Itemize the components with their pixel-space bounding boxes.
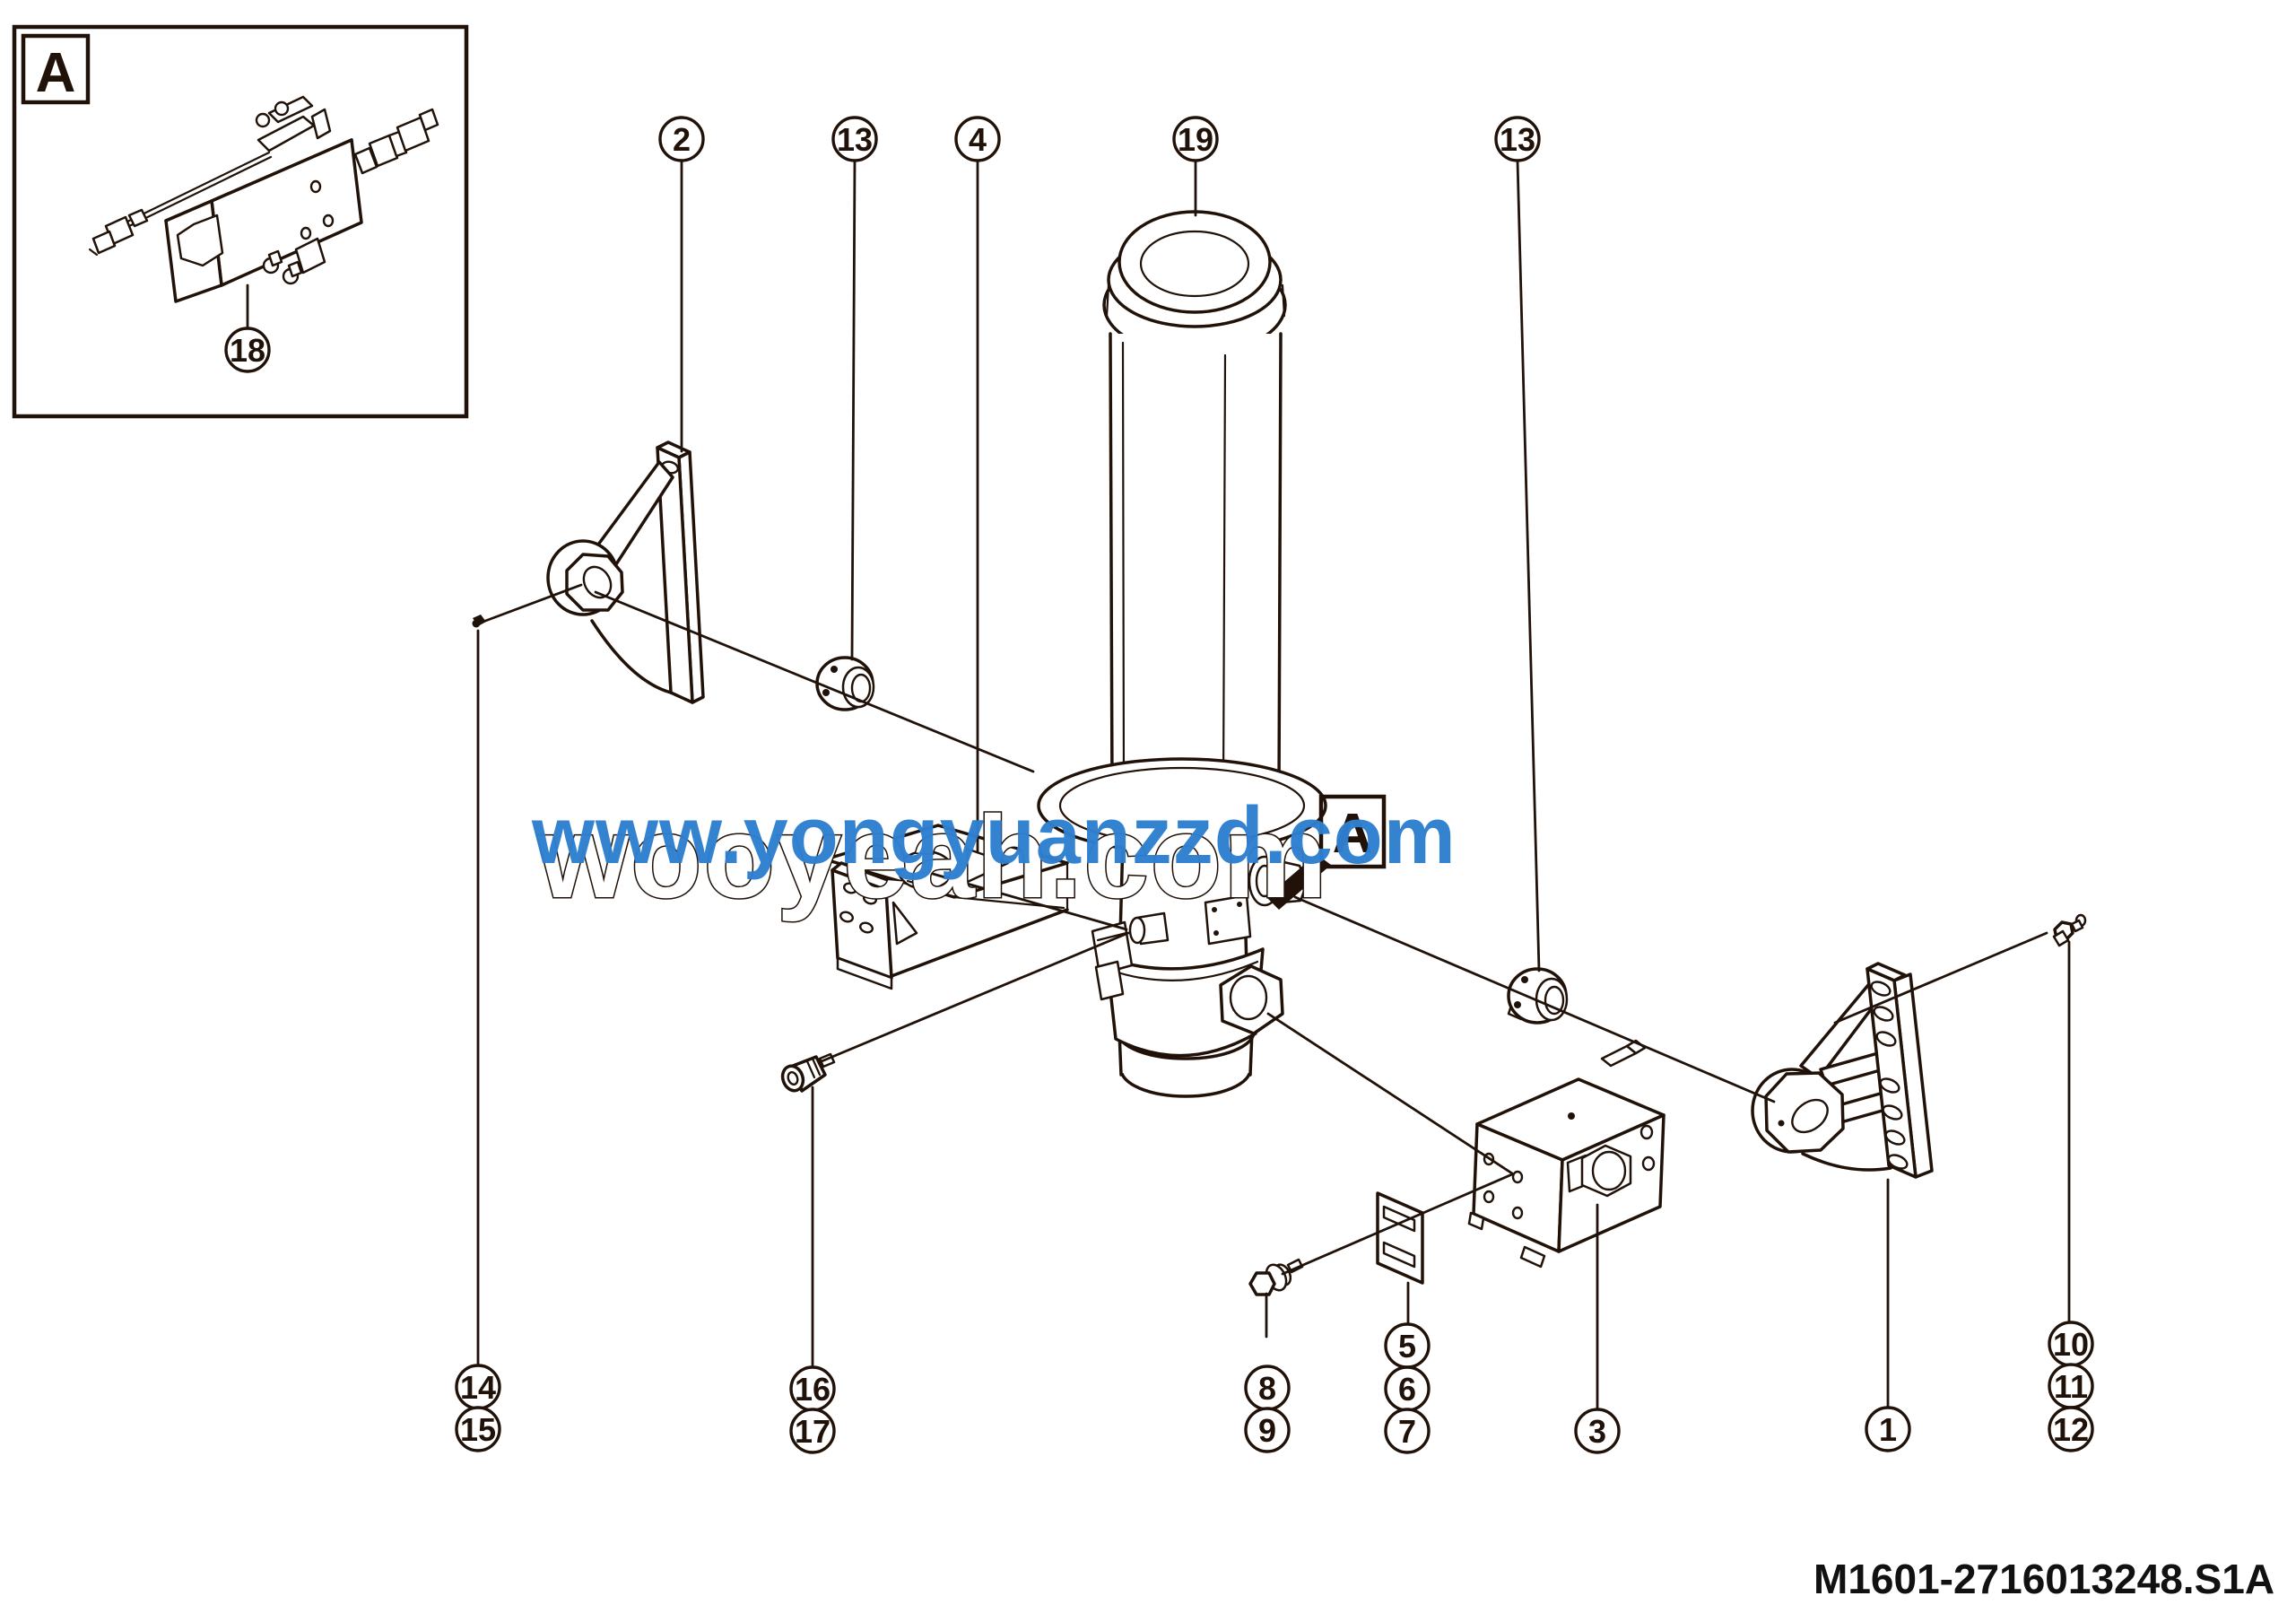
bolt-8-9 <box>1248 1258 1304 1296</box>
callout-17: 17 <box>789 1408 836 1454</box>
callout-circle <box>831 116 878 162</box>
callout-circle <box>954 116 1001 162</box>
callout-6: 6 <box>1384 1365 1431 1412</box>
callouts: 2 13 4 19 13 18 14 15 16 17 8 9 5 6 7 3 1 10 11 12 <box>224 116 2094 1454</box>
callout-11: 11 <box>2048 1363 2094 1409</box>
callout-4: 4 <box>954 116 1001 162</box>
callout-12: 12 <box>2048 1406 2094 1452</box>
callout-number: 8 <box>1258 1370 1276 1407</box>
leader-line-7 <box>594 590 1035 773</box>
callout-circle <box>1494 116 1541 162</box>
callout-number: 13 <box>1500 121 1535 158</box>
callout-5: 5 <box>1384 1322 1431 1369</box>
leader-line-19 <box>1833 931 2048 1025</box>
callout-15: 15 <box>455 1406 501 1452</box>
callout-9: 9 <box>1244 1407 1291 1453</box>
leader-line-1 <box>850 159 857 661</box>
watermark-outline-text: wooyeah.com <box>537 791 1329 922</box>
callout-number: 12 <box>2053 1411 2089 1448</box>
callout-number: 10 <box>2053 1326 2089 1363</box>
callout-circle <box>1574 1408 1621 1454</box>
detail-arrow <box>1266 854 1331 910</box>
callout-number: 19 <box>1178 121 1213 158</box>
callout-number: 16 <box>795 1371 831 1408</box>
leader-line-9 <box>820 931 1130 1063</box>
callout-number: 2 <box>673 121 691 158</box>
cylinder-assembly-19 <box>1037 210 1327 1098</box>
inset-frame <box>12 24 469 419</box>
callout-18: 18 <box>224 327 271 373</box>
watermark: wooyeah.com www.yongyuanzzd.com <box>531 790 1457 924</box>
screw-14-15 <box>472 615 486 628</box>
callout-number: 11 <box>2054 1368 2088 1405</box>
callout-number: 15 <box>460 1411 496 1448</box>
inset-label: A <box>36 42 76 104</box>
callout-circle <box>1384 1408 1431 1454</box>
callout-14: 14 <box>455 1364 501 1410</box>
callout-circle <box>455 1406 501 1452</box>
inset-label-box <box>21 33 91 105</box>
leader-lines <box>246 159 2071 1409</box>
bottom-port-fitting <box>1219 964 1284 1035</box>
callout-circle <box>224 327 271 373</box>
left-port-fitting <box>1128 911 1170 946</box>
callout-number: 9 <box>1258 1412 1276 1449</box>
leader-line-6 <box>479 583 583 624</box>
callout-number: 4 <box>969 121 987 158</box>
callout-13: 13 <box>1494 116 1541 162</box>
detail-marker-label: A <box>1333 803 1373 865</box>
leader-line-13 <box>1281 1173 1514 1276</box>
fitting-10-11-12 <box>2052 913 2087 947</box>
plate-5-6-7 <box>1376 1191 1424 1285</box>
inset-detail-box: A <box>12 24 469 419</box>
callout-1: 1 <box>1865 1406 1911 1452</box>
fitting-16-17 <box>780 1052 836 1093</box>
callout-number: 5 <box>1398 1328 1416 1365</box>
bracket-1 <box>1751 962 1934 1179</box>
callout-circle <box>789 1408 836 1454</box>
callout-13: 13 <box>831 116 878 162</box>
detail-marker-box <box>1318 794 1387 869</box>
callout-number: 14 <box>460 1369 496 1406</box>
callout-circle <box>1865 1406 1911 1452</box>
callout-2: 2 <box>658 116 705 162</box>
detail-marker-a: A <box>1266 794 1387 910</box>
callout-number: 1 <box>1879 1411 1897 1448</box>
bracket-4 <box>823 824 1069 990</box>
leader-line-11 <box>1293 895 1776 1103</box>
callout-3: 3 <box>1574 1408 1621 1454</box>
callout-10: 10 <box>2048 1321 2094 1367</box>
callout-number: 18 <box>230 332 265 369</box>
callout-circle <box>658 116 705 162</box>
callout-8: 8 <box>1244 1365 1291 1411</box>
callout-number: 17 <box>795 1413 831 1450</box>
callout-circle <box>1244 1407 1291 1453</box>
callout-number: 3 <box>1588 1413 1606 1450</box>
watermark-blue-text: www.yongyuanzzd.com <box>531 791 1457 881</box>
callout-16: 16 <box>789 1365 836 1412</box>
leader-line-4 <box>1516 159 1541 972</box>
callout-number: 7 <box>1398 1413 1416 1450</box>
callout-number: 13 <box>837 121 873 158</box>
callout-number: 6 <box>1398 1371 1416 1408</box>
bracket-2 <box>546 440 705 704</box>
callout-circle <box>2048 1406 2094 1452</box>
leader-line-12 <box>1266 1012 1514 1175</box>
callout-19: 19 <box>1172 116 1219 162</box>
valve-assembly-18-drawing <box>88 95 439 303</box>
clamp-13-right <box>1507 967 1569 1025</box>
callout-circle <box>1172 116 1219 162</box>
drawing-number: M1601-2716013248.S1A <box>1813 1556 2274 1602</box>
block-3 <box>1467 1039 1665 1269</box>
leader-line-10 <box>931 872 1128 931</box>
callout-7: 7 <box>1384 1408 1431 1454</box>
